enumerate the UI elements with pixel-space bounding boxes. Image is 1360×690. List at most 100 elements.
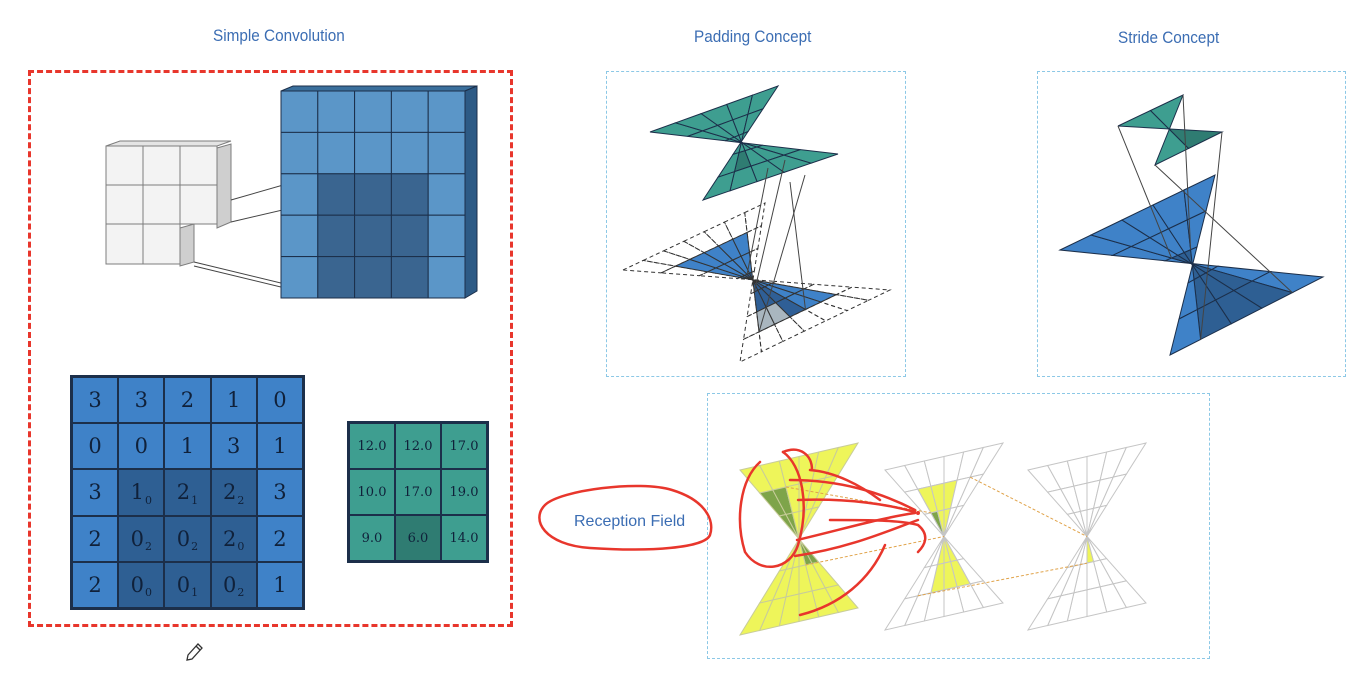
input-cell: 2 (72, 561, 119, 608)
volume-cell (427, 131, 466, 175)
input-cell: 1 (164, 423, 211, 470)
input-cell: 1 (256, 423, 303, 470)
stride-connector-line (1117, 125, 1173, 259)
kernel-weight: 2 (237, 493, 245, 507)
kernel-weight: 2 (237, 586, 245, 600)
input-cell-value: 3 (88, 480, 102, 505)
volume-cell (317, 173, 356, 216)
padding-input-cell (773, 316, 806, 343)
volume-cell (390, 131, 429, 175)
volume-cell (427, 256, 466, 299)
volume-cell (427, 214, 466, 258)
output-cell: 17.0 (395, 469, 441, 515)
volume-cell (317, 214, 356, 258)
input-cell: 2 (164, 377, 211, 424)
receptive-field-panel (707, 393, 1210, 659)
padding-input-cell (834, 286, 892, 301)
volume-cell (317, 90, 356, 133)
stride-connector-line (1200, 131, 1223, 340)
padding-input-cell (744, 202, 766, 234)
simple-convolution-panel (28, 70, 513, 627)
receptive-connector-line (805, 536, 945, 566)
input-cell-value: 3 (134, 388, 148, 413)
receptive-layer-cell (1026, 595, 1062, 631)
volume-cell (390, 90, 429, 133)
title-padding-concept: Padding Concept (694, 27, 812, 46)
volume-cell (280, 214, 319, 258)
input-cell-value: 0 (134, 434, 148, 459)
input-cell: 3 (118, 377, 165, 424)
padding-input-cell (659, 265, 710, 277)
volume-cell (317, 131, 356, 175)
input-cell-value: 1 (180, 434, 195, 459)
volume-cell (280, 173, 319, 216)
volume-cell (280, 256, 319, 299)
volume-cell (390, 173, 429, 216)
stride-connector-line (1182, 94, 1192, 250)
input-cell: 1 (256, 561, 303, 608)
padding-output-cell (701, 170, 736, 201)
padding-input-cell (742, 311, 760, 341)
receptive-layer-cell (883, 595, 919, 631)
receptive-layer-cell (943, 504, 965, 537)
padding-connector-line (789, 181, 806, 310)
padding-output-cell (747, 85, 780, 116)
kernel-cube-3d (105, 140, 232, 267)
output-cell: 17.0 (441, 423, 487, 469)
receptive-connector-line (969, 476, 1088, 537)
input-cell: 0 (118, 423, 165, 470)
input-cell: 3 (72, 377, 119, 424)
receptive-connector-line (917, 562, 1088, 597)
kernel-weight: 0 (144, 493, 152, 507)
receptive-field-layers (738, 442, 1148, 636)
padding-panel (606, 71, 906, 377)
volume-cell (354, 173, 392, 216)
volume-cell (390, 256, 429, 299)
input-cell: 3 (256, 469, 303, 516)
input-cell-value: 0 (223, 572, 237, 597)
padding-connector-line (746, 167, 769, 275)
kernel-weight: 1 (191, 586, 199, 600)
stride-input-plane (1058, 94, 1325, 356)
receptive-layer-cell (738, 599, 774, 636)
input-cell-value: 2 (180, 388, 195, 413)
input-cell: 3 (72, 469, 119, 516)
volume-cell (354, 90, 392, 133)
input-cell-value: 3 (273, 480, 287, 505)
padding-input-cell (804, 301, 849, 322)
input-cell: 0 (256, 377, 303, 424)
volume-cell (354, 214, 392, 258)
input-cell: 2 (256, 515, 303, 562)
padding-input-plane (621, 159, 892, 363)
input-cell-value: 3 (227, 434, 241, 459)
input-cell-value: 2 (273, 526, 287, 551)
padding-input-cell (621, 259, 678, 274)
input-cell-value: 0 (273, 388, 287, 413)
padding-input-cell (746, 291, 758, 318)
input-cell-value: 3 (88, 388, 102, 413)
padding-connector-line (758, 174, 806, 332)
output-cell: 6.0 (395, 515, 441, 561)
output-cell: 9.0 (349, 515, 395, 561)
padding-input-cell (750, 270, 755, 295)
volume-cell (427, 173, 466, 216)
input-cell-value: 2 (176, 480, 191, 505)
kernel-weight: 1 (191, 493, 199, 507)
input-cell-value: 1 (273, 572, 287, 597)
volume-cell (280, 90, 319, 133)
red-annotations (538, 448, 927, 617)
kernel-weight: 2 (191, 540, 199, 554)
padding-output-plane (649, 85, 839, 201)
volume-cell (354, 131, 392, 175)
